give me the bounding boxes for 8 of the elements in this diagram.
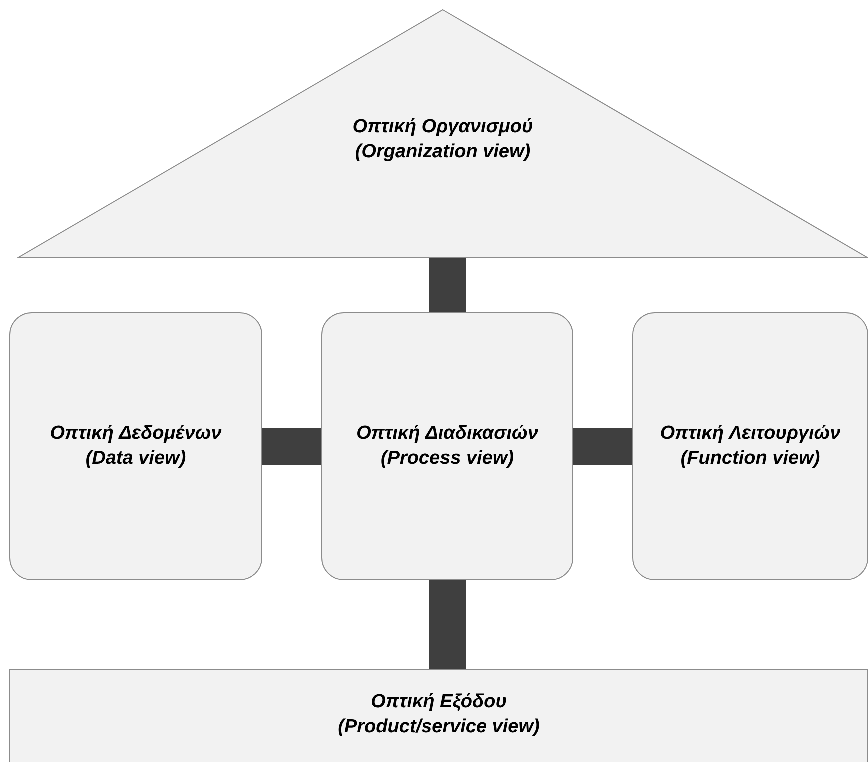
- connector-bar: [262, 428, 322, 465]
- view-box: Οπτική Διαδικασιών (Process view): [322, 312, 574, 580]
- view-box: Οπτική Δεδομένων (Data view): [10, 312, 262, 580]
- connector-bar: [574, 428, 632, 465]
- connector-bar: [429, 258, 466, 312]
- base-band: Οπτική Εξόδου (Product/service view): [10, 670, 868, 762]
- view-box: Οπτική Λειτουργιών (Function view): [632, 312, 868, 580]
- connector-bar: [429, 580, 466, 670]
